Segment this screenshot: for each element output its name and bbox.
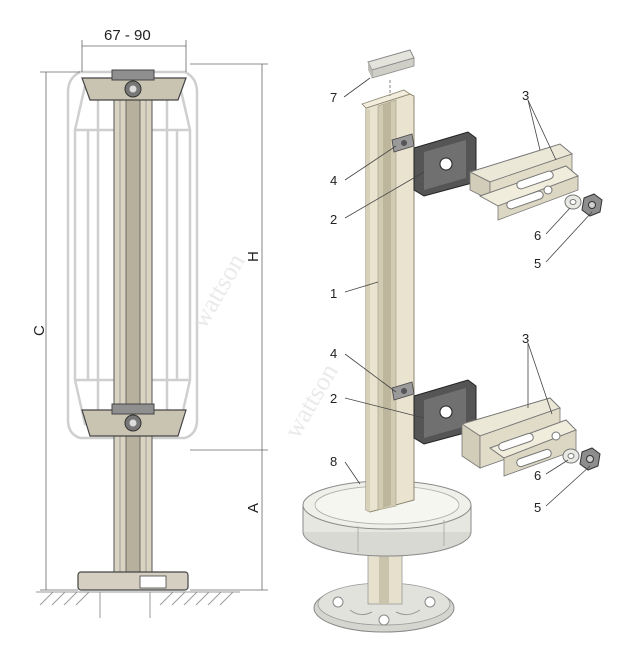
- callout-6-top: 6: [534, 228, 541, 243]
- callout-4-top: 4: [330, 173, 337, 188]
- bottom-bracket-assembly: [391, 379, 601, 477]
- post-lower-segment: [367, 547, 403, 605]
- a-dimension-label: A: [245, 503, 262, 513]
- bottom-bracket-front: [81, 403, 187, 437]
- callout-2-top: 2: [330, 212, 337, 227]
- exploded-view: wattson wattson: [185, 49, 603, 633]
- callout-1: 1: [330, 286, 337, 301]
- width-dimension-label: 67 - 90: [104, 27, 151, 44]
- callout-8: 8: [330, 454, 337, 469]
- base-foot-front: [77, 571, 189, 591]
- c-dimension-label: C: [31, 325, 48, 336]
- leader-lines: [343, 77, 593, 507]
- main-post: [361, 89, 415, 513]
- callout-5-top: 5: [534, 256, 541, 271]
- callout-3-bottom: 3: [522, 331, 529, 346]
- callout-2-bottom: 2: [330, 391, 337, 406]
- end-cap: [367, 49, 415, 96]
- callout-5-bottom: 5: [534, 500, 541, 515]
- h-dimension-label: H: [245, 251, 262, 262]
- watermark-1: wattson: [185, 248, 251, 333]
- floor-hatch: [36, 591, 240, 618]
- top-bracket-assembly: [391, 131, 603, 221]
- post-front: [113, 94, 153, 576]
- callout-6-bottom: 6: [534, 468, 541, 483]
- callout-7: 7: [330, 90, 337, 105]
- front-elevation: 67 - 90 C H A: [31, 27, 268, 618]
- top-bracket-front: [81, 69, 187, 101]
- callout-4-bottom: 4: [330, 346, 337, 361]
- callout-3-top: 3: [522, 88, 529, 103]
- dimension-lines: [40, 40, 268, 591]
